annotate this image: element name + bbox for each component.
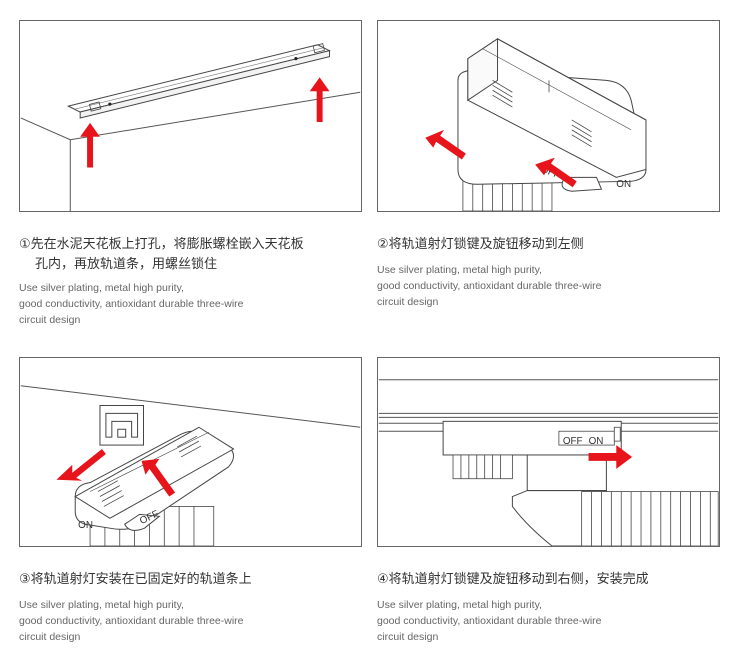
step-2-illustration: OFF ON: [377, 20, 720, 212]
red-up-arrow-left: [80, 122, 100, 168]
step-3-title: ③将轨道射灯安装在已固定好的轨道条上: [19, 572, 252, 587]
red-arrow-lower-left: [535, 157, 577, 188]
label-on: ON: [78, 520, 93, 531]
track-profile: [99, 405, 144, 446]
step-1-illustration: [19, 20, 362, 212]
red-arrow-upper-left: [425, 129, 466, 160]
red-arrow-left: [56, 449, 106, 481]
step-1-title: ①先在水泥天花板上打孔，将膨胀螺栓嵌入天花板 孔内，再放轨道条，用螺丝锁住: [19, 237, 304, 272]
step-3-description: Use silver plating, metal high purity, g…: [19, 599, 244, 643]
red-up-arrow-right: [309, 77, 330, 122]
red-right-arrow: [588, 445, 633, 469]
label-on: ON: [589, 436, 604, 447]
step-2-description: Use silver plating, metal high purity, g…: [377, 264, 602, 308]
label-off: OFF: [563, 436, 583, 447]
label-on: ON: [616, 179, 631, 190]
ceiling-drill-diagram: [20, 43, 361, 211]
lamp-body-fins: [581, 491, 719, 546]
step-2-title: ②将轨道射灯锁键及旋钮移动到左侧: [377, 237, 584, 252]
step-4-title: ④将轨道射灯锁键及旋钮移动到右侧，安装完成: [377, 572, 649, 587]
lock-key-left-diagram: OFF ON: [425, 37, 647, 211]
step-4-illustration: OFF ON: [377, 357, 720, 547]
step-3-illustration: ON OFF: [19, 357, 362, 547]
mount-on-track-diagram: ON OFF: [20, 385, 361, 546]
step-4-description: Use silver plating, metal high purity, g…: [377, 599, 602, 643]
red-arrow-right: [141, 458, 176, 497]
lock-key-right-diagram: OFF ON: [378, 379, 719, 546]
step-1-description: Use silver plating, metal high purity, g…: [19, 282, 244, 326]
